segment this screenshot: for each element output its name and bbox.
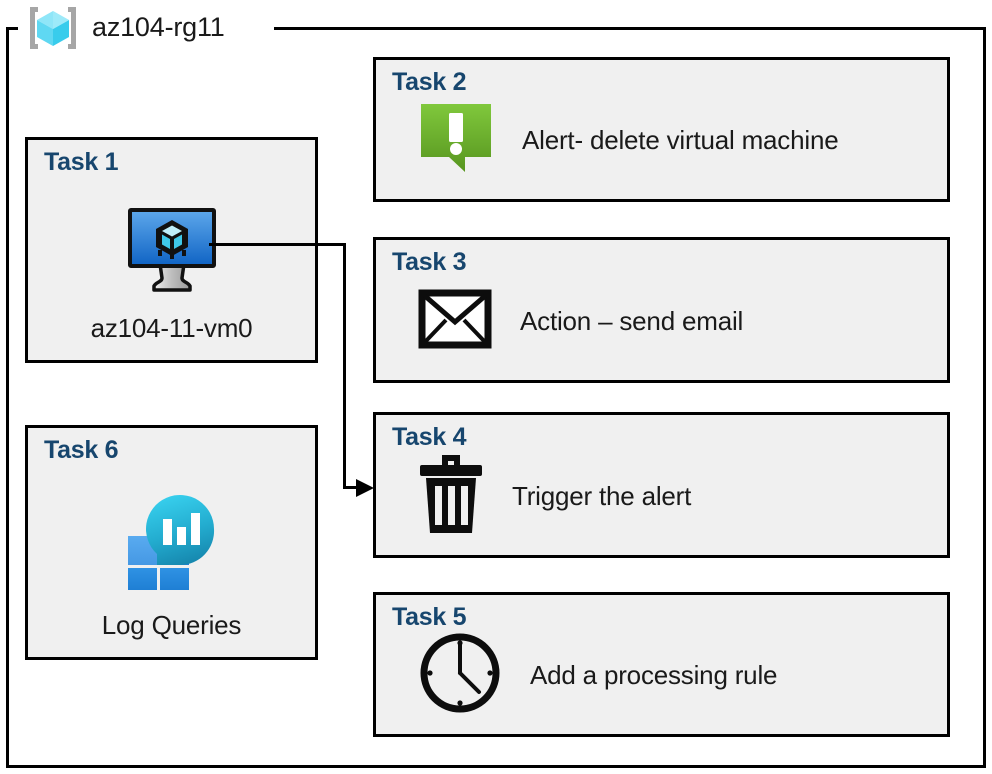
container-border-top-stub xyxy=(6,27,22,30)
connector-segment-horizontal-top xyxy=(209,243,346,246)
card-task5[interactable]: Task 5 Add a processing rule xyxy=(373,592,950,737)
card-task4-title: Task 4 xyxy=(392,423,467,451)
container-border-left xyxy=(6,27,9,768)
card-task1-title: Task 1 xyxy=(44,148,119,176)
container-border-bottom xyxy=(6,765,986,768)
card-task3-title: Task 3 xyxy=(392,248,467,276)
card-task5-label: Add a processing rule xyxy=(530,660,778,690)
card-task3-label: Action – send email xyxy=(520,305,744,336)
connector-segment-vertical xyxy=(343,243,346,488)
card-task3[interactable]: Task 3 Action – send email xyxy=(373,237,950,383)
alert-exclamation-icon xyxy=(418,100,494,181)
clock-icon xyxy=(418,631,502,720)
card-task2-label: Alert- delete virtual machine xyxy=(522,125,839,155)
trash-icon xyxy=(418,453,484,540)
container-border-top xyxy=(274,27,986,30)
card-task4[interactable]: Task 4 Trigger the alert xyxy=(373,412,950,558)
card-task6-title: Task 6 xyxy=(44,436,119,464)
card-task1-label: az104-11-vm0 xyxy=(90,313,253,343)
log-analytics-icon xyxy=(118,491,226,596)
container-border-right xyxy=(983,27,986,768)
resource-group-header: az104-rg11 xyxy=(18,0,231,55)
card-task2-title: Task 2 xyxy=(392,68,467,96)
card-task6-label: Log Queries xyxy=(101,610,242,640)
virtual-machine-icon xyxy=(124,206,220,299)
card-task1[interactable]: Task 1 xyxy=(25,137,318,363)
envelope-icon xyxy=(418,289,492,354)
connector-arrowhead-icon xyxy=(356,479,374,497)
resource-group-title: az104-rg11 xyxy=(92,12,225,42)
card-task6[interactable]: Task 6 xyxy=(25,425,318,660)
azure-resource-group-icon xyxy=(24,3,82,53)
card-task4-label: Trigger the alert xyxy=(512,480,692,511)
card-task5-title: Task 5 xyxy=(392,603,467,631)
card-task2[interactable]: Task 2 Alert- delete virtual machine xyxy=(373,57,950,202)
